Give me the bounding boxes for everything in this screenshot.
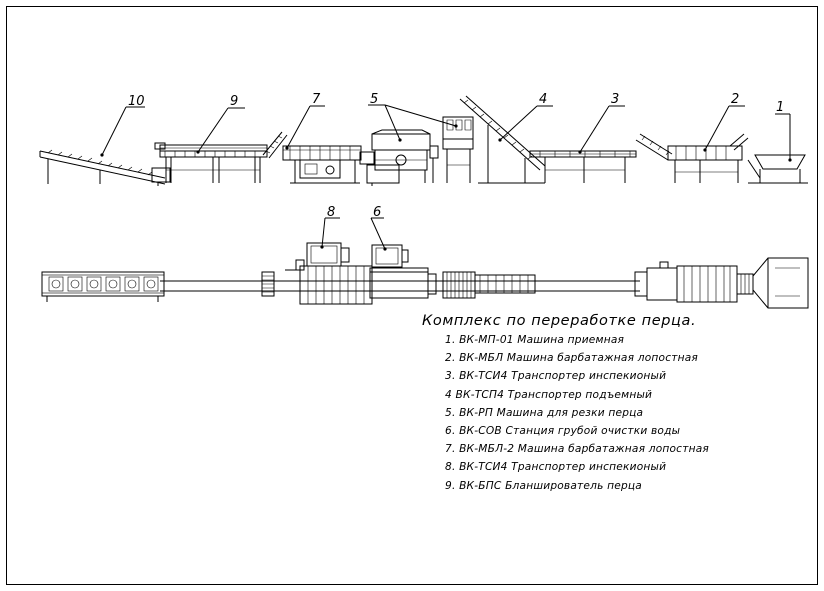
side-washer-7 (262, 131, 362, 184)
callout-6: 6 (373, 205, 381, 220)
plan-cutter-and-lift (442, 271, 536, 299)
side-washer-2 (635, 133, 749, 183)
legend-item: 8. ВК-ТСИ4 Транспортер инспекионый (445, 461, 667, 474)
callout-8: 8 (327, 205, 335, 220)
legend-item: 9. ВК-БПС Бланширователь перца (445, 479, 643, 492)
side-inspection-conveyor-3 (529, 150, 637, 183)
side-cutter-5 (359, 129, 439, 186)
callout-5: 5 (370, 92, 378, 107)
plan-view (41, 242, 809, 309)
drawing-frame (6, 6, 818, 585)
side-lifting-conveyor-4 (442, 95, 546, 184)
side-view (39, 95, 808, 186)
legend-item: 7. ВК-МБЛ-2 Машина барбатажная лопостная (445, 443, 709, 456)
legend-item: 6. ВК-СОВ Станция грубой очистки воды (445, 424, 681, 437)
plan-receiver-1 (752, 257, 809, 309)
legend-title: Комплекс по переработке перца. (422, 313, 697, 329)
callout-1: 1 (776, 100, 784, 115)
callout-4: 4 (539, 92, 547, 107)
callout-7: 7 (312, 92, 321, 107)
legend-list: 1. ВК-МП-01 Машина приемная 2. ВК-МБЛ Ма… (422, 331, 709, 495)
legend-item: 1. ВК-МП-01 Машина приемная (445, 334, 625, 346)
plan-conveyor-10 (41, 271, 165, 302)
legend-item: 3. ВК-ТСИ4 Транспортер инспекионый (445, 370, 667, 383)
legend-item: 2. ВК-МБЛ Машина барбатажная лопостная (445, 352, 699, 365)
callouts: 10 9 7 5 4 3 2 1 (100, 92, 792, 251)
callout-9: 9 (230, 94, 238, 109)
callout-2: 2 (731, 92, 739, 107)
side-receiver-1 (747, 154, 808, 184)
callout-10: 10 (128, 94, 145, 109)
legend: Комплекс по переработке перца. 1. ВК-МП-… (422, 313, 709, 495)
legend-item: 4 ВК-ТСП4 Транспортер подъемный (445, 388, 653, 401)
side-inclined-conveyor-10 (39, 149, 171, 186)
callout-3: 3 (611, 92, 619, 107)
legend-item: 5. ВК-РП Машина для резки перца (445, 406, 644, 419)
side-blancher-9 (154, 142, 268, 183)
plan-blancher-9 (261, 271, 275, 297)
plan-water-station-6 (369, 244, 437, 299)
plan-washer-2 (634, 261, 754, 303)
plan-inspection-conveyor-8 (285, 242, 373, 305)
